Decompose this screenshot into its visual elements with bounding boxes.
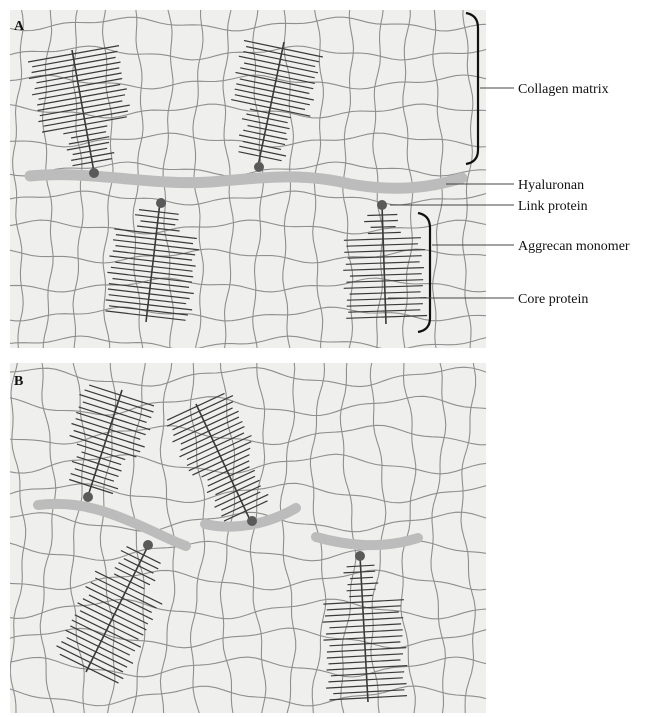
labels: Collagen matrix Hyaluronan Link protein …	[518, 82, 630, 307]
glycosaminoglycan-chain	[371, 227, 396, 228]
link-protein-dot	[83, 492, 93, 502]
link-protein-dot	[377, 200, 387, 210]
panel-a-letter: A	[14, 19, 25, 34]
link-protein-dot	[89, 168, 99, 178]
label-aggrecan-monomer: Aggrecan monomer	[518, 239, 630, 254]
label-link-protein: Link protein	[518, 199, 588, 214]
label-core-protein: Core protein	[518, 292, 588, 307]
panel-b-letter: B	[14, 374, 23, 389]
panel-a: A	[0, 0, 496, 352]
link-protein-dot	[156, 198, 166, 208]
panel-b: B	[0, 353, 496, 717]
link-protein-dot	[355, 551, 365, 561]
label-collagen-matrix: Collagen matrix	[518, 82, 609, 97]
label-hyaluronan: Hyaluronan	[518, 178, 584, 193]
link-protein-dot	[254, 162, 264, 172]
link-protein-dot	[143, 540, 153, 550]
link-protein-dot	[247, 516, 257, 526]
